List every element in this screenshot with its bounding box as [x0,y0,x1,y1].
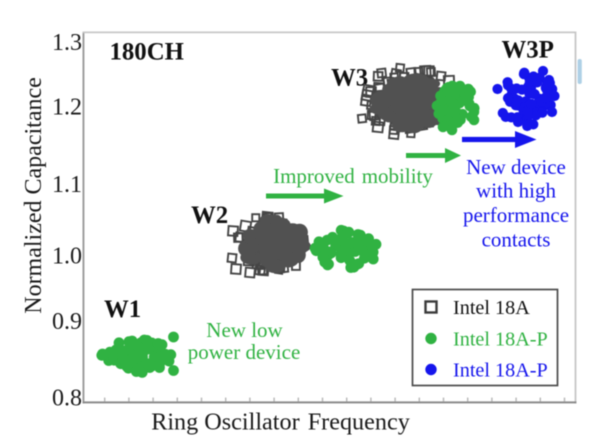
svg-text:Normalized Capacitance: Normalized Capacitance [21,77,47,314]
svg-text:0.9: 0.9 [52,309,82,335]
svg-text:0.8: 0.8 [52,385,82,411]
svg-text:New device: New device [466,155,566,179]
svg-text:W3: W3 [331,65,368,92]
svg-text:Intel 18A: Intel 18A [453,297,530,319]
svg-text:W2: W2 [191,202,228,229]
svg-text:1.3: 1.3 [52,30,82,56]
svg-text:1.2: 1.2 [52,95,82,121]
svg-text:W3P: W3P [502,37,554,64]
svg-text:power device: power device [188,340,301,364]
svg-text:1.0: 1.0 [52,243,82,269]
svg-text:180CH: 180CH [110,38,184,65]
svg-text:Improved mobility: Improved mobility [273,164,433,188]
svg-text:Intel 18A-P: Intel 18A-P [453,328,548,350]
svg-text:performance: performance [463,203,569,227]
svg-text:W1: W1 [104,296,141,323]
svg-text:New low: New low [206,318,283,342]
svg-text:Intel 18A-P: Intel 18A-P [453,359,548,381]
svg-text:Ring Oscillator Frequency: Ring Oscillator Frequency [151,409,410,436]
svg-text:with high: with high [476,179,556,203]
svg-text:1.1: 1.1 [52,172,82,198]
svg-text:contacts: contacts [482,228,551,252]
